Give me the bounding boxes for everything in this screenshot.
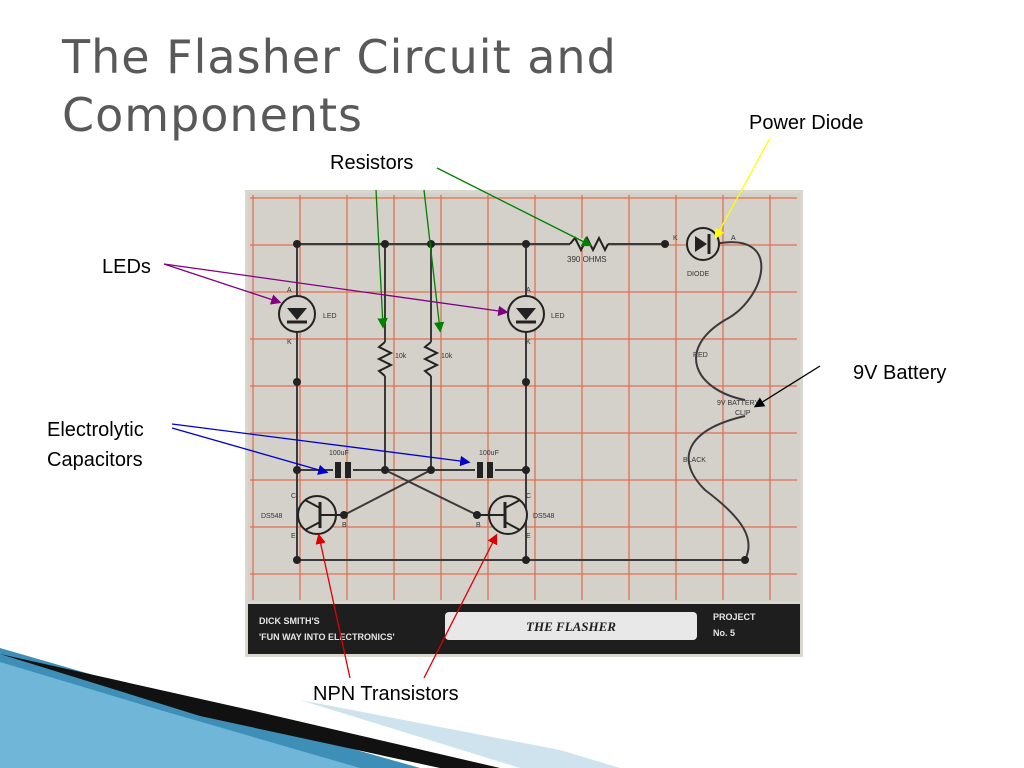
capacitor-left-label: 100uF	[329, 450, 349, 457]
capacitor-right-label: 100uF	[479, 450, 499, 457]
transistor-right-pin-b: B	[476, 522, 481, 529]
diode-k-label: K	[673, 235, 678, 242]
banner-right-line-1: PROJECT	[713, 612, 756, 622]
diode-label: DIODE	[687, 271, 710, 278]
transistor-right-label: DS548	[533, 513, 555, 520]
transistors-label: NPN Transistors	[313, 683, 459, 705]
transistor-left-pin-b: B	[342, 522, 347, 529]
led-right: A K LED	[507, 287, 565, 346]
transistor-right-pin-c: C	[526, 493, 531, 500]
circuit-board-diagram: 390 OHMS K A DIODE A K LED A K LED 10k 1…	[245, 190, 803, 657]
transistor-right: DS548 C B E	[476, 493, 555, 540]
transistor-left-pin-c: C	[291, 493, 296, 500]
transistor-left: DS548 C B E	[261, 493, 347, 540]
wire-red-label: RED	[693, 352, 708, 359]
capacitors-label-line-1: Electrolytic	[47, 419, 144, 441]
transistor-right-pin-e: E	[526, 533, 531, 540]
power-diode-label: Power Diode	[749, 112, 864, 134]
banner-right-line-2: No. 5	[713, 628, 735, 638]
battery-label: 9V Battery	[853, 362, 947, 384]
diode-a-label: A	[731, 235, 736, 242]
led-right-label: LED	[551, 313, 565, 320]
resistors-label: Resistors	[330, 152, 414, 174]
title-line-2: Components	[62, 88, 364, 142]
board-paper	[248, 193, 800, 601]
transistor-left-label: DS548	[261, 513, 283, 520]
capacitor-right: 100uF	[477, 450, 499, 478]
led-right-a: A	[526, 287, 531, 294]
led-right-k: K	[526, 339, 531, 346]
banner-title: THE FLASHER	[526, 619, 616, 634]
slide-title: The Flasher Circuit and Components	[62, 28, 702, 144]
led-left-label: LED	[323, 313, 337, 320]
battery-clip-label-1: 9V BATTERY	[717, 400, 759, 407]
capacitors-label: Electrolytic Capacitors	[47, 415, 144, 475]
resistor-10k-left: 10k	[376, 341, 407, 377]
title-line-1: The Flasher Circuit and	[62, 30, 617, 84]
led-left-a: A	[287, 287, 292, 294]
resistor-390-label: 390 OHMS	[567, 255, 607, 264]
banner-left-line-1: DICK SMITH'S	[259, 616, 320, 626]
decorative-swoosh	[0, 648, 620, 768]
diode: K A DIODE	[673, 227, 736, 278]
transistor-left-pin-e: E	[291, 533, 296, 540]
resistor-10k-left-label: 10k	[395, 353, 407, 360]
resistor-10k-right: 10k	[422, 341, 453, 377]
battery-clip-label-2: CLIP	[735, 410, 751, 417]
wire-black-label: BLACK	[683, 457, 706, 464]
led-left-k: K	[287, 339, 292, 346]
grid-lines	[250, 195, 797, 600]
resistor-10k-right-label: 10k	[441, 353, 453, 360]
leds-label: LEDs	[102, 256, 151, 278]
capacitors-label-line-2: Capacitors	[47, 449, 143, 471]
